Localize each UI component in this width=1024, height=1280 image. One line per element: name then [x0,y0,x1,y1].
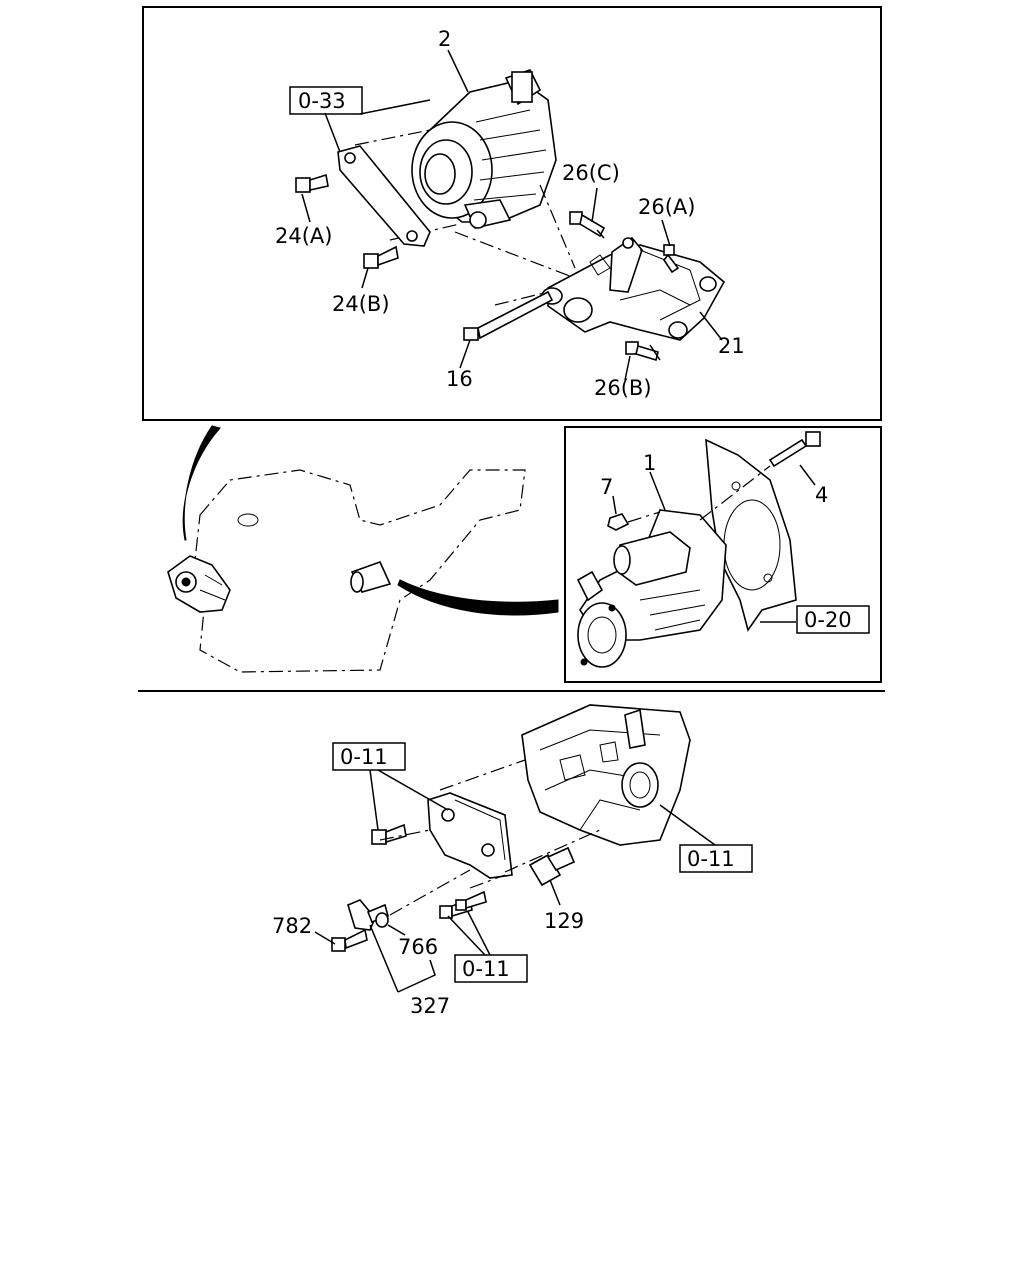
adjusting-plate [337,145,431,247]
label-bolt-26c: 26(C) [562,161,620,185]
alternator-panel: 2 0-33 26(C) 26(A) 24(A) 24(B) 21 16 26(… [142,6,882,421]
bolt-24b-shape [363,245,399,269]
nut-7-shape [607,513,630,531]
alt-leader-a [354,129,431,146]
ref-box-0-20 [796,605,870,634]
label-ref-0-11-top: 0-11 [340,745,388,769]
ref-box-0-11-top [332,742,406,771]
starter-panel-frame [564,426,882,683]
alt-leader-b [454,231,581,281]
arrow-to-alternator-panel [182,425,221,541]
label-bolt-26a: 26(A) [638,195,695,219]
label-nut-7: 7 [600,475,613,499]
starter-motor [576,509,727,668]
label-ref-0-20: 0-20 [804,608,852,632]
starter-panel: 1 7 4 0-20 [564,426,882,683]
bolt-24a-shape [295,173,329,193]
engine-silhouette [194,469,526,673]
sensor-bracket [427,792,513,879]
label-ref-0-11-right: 0-11 [687,847,735,871]
label-sensor-327: 327 [410,994,450,1018]
label-oring-766: 766 [398,935,438,959]
oring-766-shape [375,912,389,928]
alt-leader-c [539,184,576,269]
bolt-26a-shape [663,244,680,274]
label-starter-1: 1 [643,451,656,475]
alternator-bracket [541,236,726,341]
alternator-panel-frame [142,6,882,421]
ref-box-0-11-bottom [454,954,528,983]
cylinder-head [521,704,691,846]
bracket-bolts-pair [439,890,487,919]
label-ref-0-11-bottom: 0-11 [462,957,510,981]
label-bolt-782: 782 [272,914,312,938]
label-bolt-24a: 24(A) [275,224,332,248]
label-ref-0-33: 0-33 [298,89,346,113]
label-bolt-24b: 24(B) [332,292,390,316]
sensor-section: 0-11 0-11 0-11 129 782 766 327 [272,704,753,1018]
label-bolt-26b: 26(B) [594,376,652,400]
label-bolt-4: 4 [815,483,828,507]
label-alternator: 2 [438,27,451,51]
engine-overview [167,425,559,673]
bolt-16-shape [463,290,554,341]
bolt-782-shape [331,928,368,952]
alternator [411,69,557,229]
ref-box-0-11-right [679,844,753,873]
bolt-4-shape [768,431,821,468]
alt-leader-e [494,291,549,306]
ref-box-0-33 [289,86,363,115]
engine-alternator-mini [167,555,231,613]
sensor-129-shape [528,846,576,887]
label-sensor-129: 129 [544,909,584,933]
label-bracket-21: 21 [718,334,745,358]
label-bolt-16: 16 [446,367,473,391]
arrow-to-starter-panel [397,579,559,616]
bolt-26b-shape [625,341,659,362]
sensor-327-shape [347,899,389,931]
